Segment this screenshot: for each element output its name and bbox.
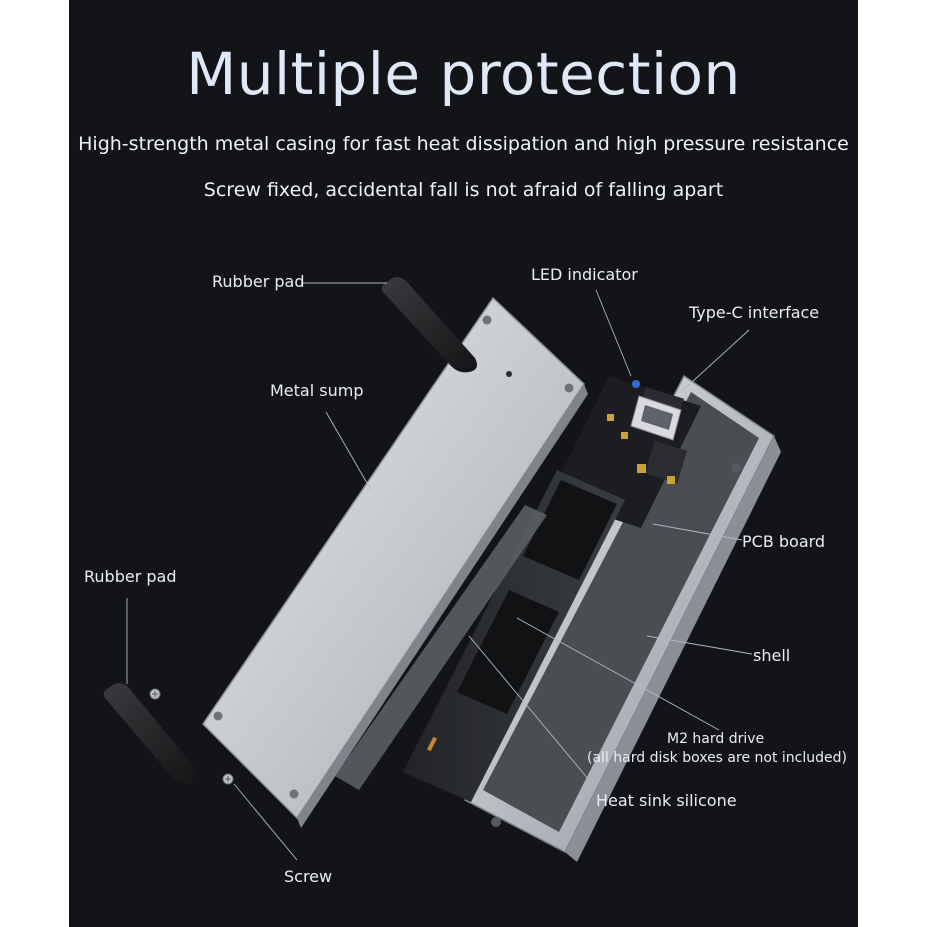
label-led-indicator: LED indicator [531,265,638,284]
plate-screw-hole [289,789,299,799]
plate-screw-hole [482,315,492,325]
metal-cover-plate [202,296,588,828]
subtitle-casing: High-strength metal casing for fast heat… [78,133,849,155]
rubber-pad-top [381,277,477,373]
label-m2-drive: M2 hard drive [667,731,765,747]
heat-sink-silicone [335,505,547,790]
label-heat-sink: Heat sink silicone [596,791,737,810]
page-title: Multiple protection [186,40,741,108]
label-rubber-pad-top: Rubber pad [212,272,305,291]
product-image-panel: Multiple protection High-strength metal … [69,0,858,927]
leader-lines [126,282,753,861]
label-pcb-board: PCB board [742,532,826,551]
label-screw: Screw [284,867,333,886]
aluminum-shell [463,374,781,862]
plate-screw-hole [213,711,223,721]
subtitle-screw-fixed: Screw fixed, accidental fall is not afra… [203,179,724,201]
label-m2-note: (all hard disk boxes are not included) [587,750,847,766]
label-type-c: Type-C interface [689,303,820,322]
plate-screw-hole [564,383,574,393]
shell-screw-hole [491,817,501,827]
led-indicator [632,380,640,388]
screw [149,688,234,785]
label-rubber-pad-left: Rubber pad [84,567,177,586]
rubber-pad-left [103,683,199,785]
m2-drive [403,470,625,802]
shell-screw-hole [731,463,741,473]
enclosure-exploded-illustration [103,277,781,862]
label-metal-sump: Metal sump [270,381,364,400]
label-shell: shell [753,646,791,665]
